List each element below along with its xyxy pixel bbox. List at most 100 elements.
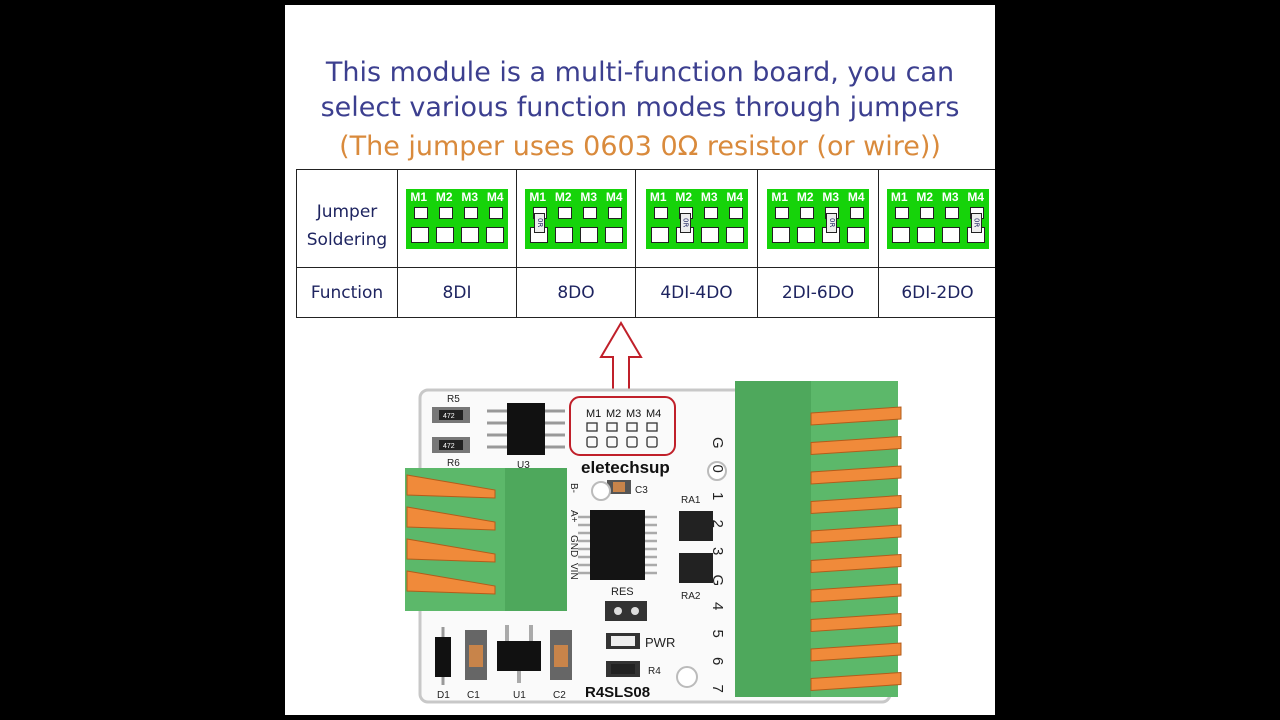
jumper-pad-bottom (580, 226, 598, 243)
terminal-lever (810, 494, 902, 515)
left-terminal-block (405, 468, 567, 611)
left-pin-vin: VIN (568, 563, 579, 580)
terminal-lever (810, 583, 902, 603)
r5-value: 472 (443, 413, 455, 420)
board-jumper-m3: M3 (626, 408, 641, 420)
res-label: RES (611, 586, 634, 598)
jumper-pad-top (608, 206, 622, 219)
c2-label: C2 (553, 690, 566, 701)
c1-label: C1 (467, 690, 480, 701)
soldering-label: Soldering (306, 229, 388, 250)
r5-label: R5 (447, 394, 460, 405)
jumper-pad-top (728, 206, 743, 219)
jumper-pad-top (775, 206, 789, 219)
jumper-name: M1 (410, 189, 428, 204)
jumper-pad-top (944, 206, 959, 219)
jumper-name: M1 (771, 189, 789, 204)
terminal-lever (810, 435, 902, 456)
left-pin-gnd: GND (568, 535, 579, 557)
jumper-name: M2 (916, 189, 934, 204)
jumper-pad-bottom (891, 226, 910, 243)
r4-label: R4 (648, 666, 661, 677)
board-jumper-labels: M1 M2 M3 M4 (586, 408, 661, 420)
jumper-pad-top (919, 206, 934, 219)
ra2-array (679, 553, 713, 583)
headline-line-1: This module is a multi-function board, y… (325, 57, 955, 88)
function-cell: 6DI-2DO (878, 267, 995, 318)
arrow-up-icon (599, 321, 643, 398)
d1-label: D1 (437, 690, 450, 701)
jumper-pad-bottom (700, 226, 719, 243)
right-pin-label: 4 (709, 602, 726, 610)
board-jumper-m4: M4 (646, 408, 661, 420)
jumper-name: M3 (700, 189, 718, 204)
jumper-name: M2 (675, 189, 693, 204)
jumper-pad-top (850, 206, 864, 219)
ra1-label: RA1 (681, 495, 701, 506)
jumper-name: M4 (726, 189, 744, 204)
jumper-pad-top (464, 206, 478, 219)
jumper-pad-top (800, 206, 814, 219)
terminal-lever (810, 671, 902, 692)
u1-label: U1 (513, 690, 526, 701)
board-jumper-pads (586, 422, 658, 448)
function-cell: 8DO (516, 267, 636, 318)
jumper-soldering-header: Jumper Soldering (296, 169, 398, 268)
jumper-name: M1 (890, 189, 908, 204)
r6-value: 472 (443, 443, 455, 450)
function-label: Function (296, 267, 398, 318)
jumper-name: M3 (580, 189, 598, 204)
right-pin-label: G (709, 437, 726, 449)
c3-label: C3 (635, 485, 648, 496)
jumper-name: M3 (822, 189, 840, 204)
jumper-name: M2 (796, 189, 814, 204)
function-cell: 4DI-4DO (635, 267, 758, 318)
left-pin-b: B- (568, 483, 579, 493)
brand-label: eletechsup (581, 458, 670, 477)
jumper-name: M4 (967, 189, 985, 204)
page-sheet: This module is a multi-function board, y… (285, 5, 995, 715)
right-terminal-block (735, 381, 898, 697)
pwr-label: PWR (645, 635, 675, 650)
jumper-pad-top (558, 206, 572, 219)
jumper-pad-top (894, 206, 909, 219)
jumper-name: M2 (554, 189, 572, 204)
jumper-name: M3 (461, 189, 479, 204)
function-cell: 8DI (397, 267, 517, 318)
ra1-array (679, 511, 713, 541)
r6-label: R6 (447, 458, 460, 469)
u1-regulator (497, 641, 541, 671)
jumper-highlight (569, 396, 676, 456)
right-pin-label: 6 (709, 657, 726, 665)
zero-ohm-resistor: 0R (679, 212, 691, 233)
jumper-pad-bottom (486, 226, 504, 243)
jumper-name: M4 (847, 189, 865, 204)
jumper-pad-bottom (605, 226, 623, 243)
terminal-lever (810, 465, 902, 485)
u3-label: U3 (517, 460, 530, 471)
terminal-lever (810, 406, 902, 426)
jumper-pad-bottom (797, 226, 815, 243)
jumper-pad-top (703, 206, 718, 219)
jumper-label: Jumper (316, 201, 378, 222)
jumper-pad-bottom (916, 226, 935, 243)
jumper-pad-bottom (461, 226, 479, 243)
headline-line-2: select various function modes through ju… (320, 92, 960, 123)
right-pin-label: 7 (709, 685, 726, 693)
jumper-name: M1 (529, 189, 547, 204)
ra2-label: RA2 (681, 591, 701, 602)
zero-ohm-resistor: 0R (534, 212, 545, 233)
terminal-lever (810, 612, 902, 633)
jumper-pad-top (653, 206, 668, 219)
jumper-pad-bottom (847, 226, 865, 243)
zero-ohm-resistor: 0R (970, 212, 982, 233)
